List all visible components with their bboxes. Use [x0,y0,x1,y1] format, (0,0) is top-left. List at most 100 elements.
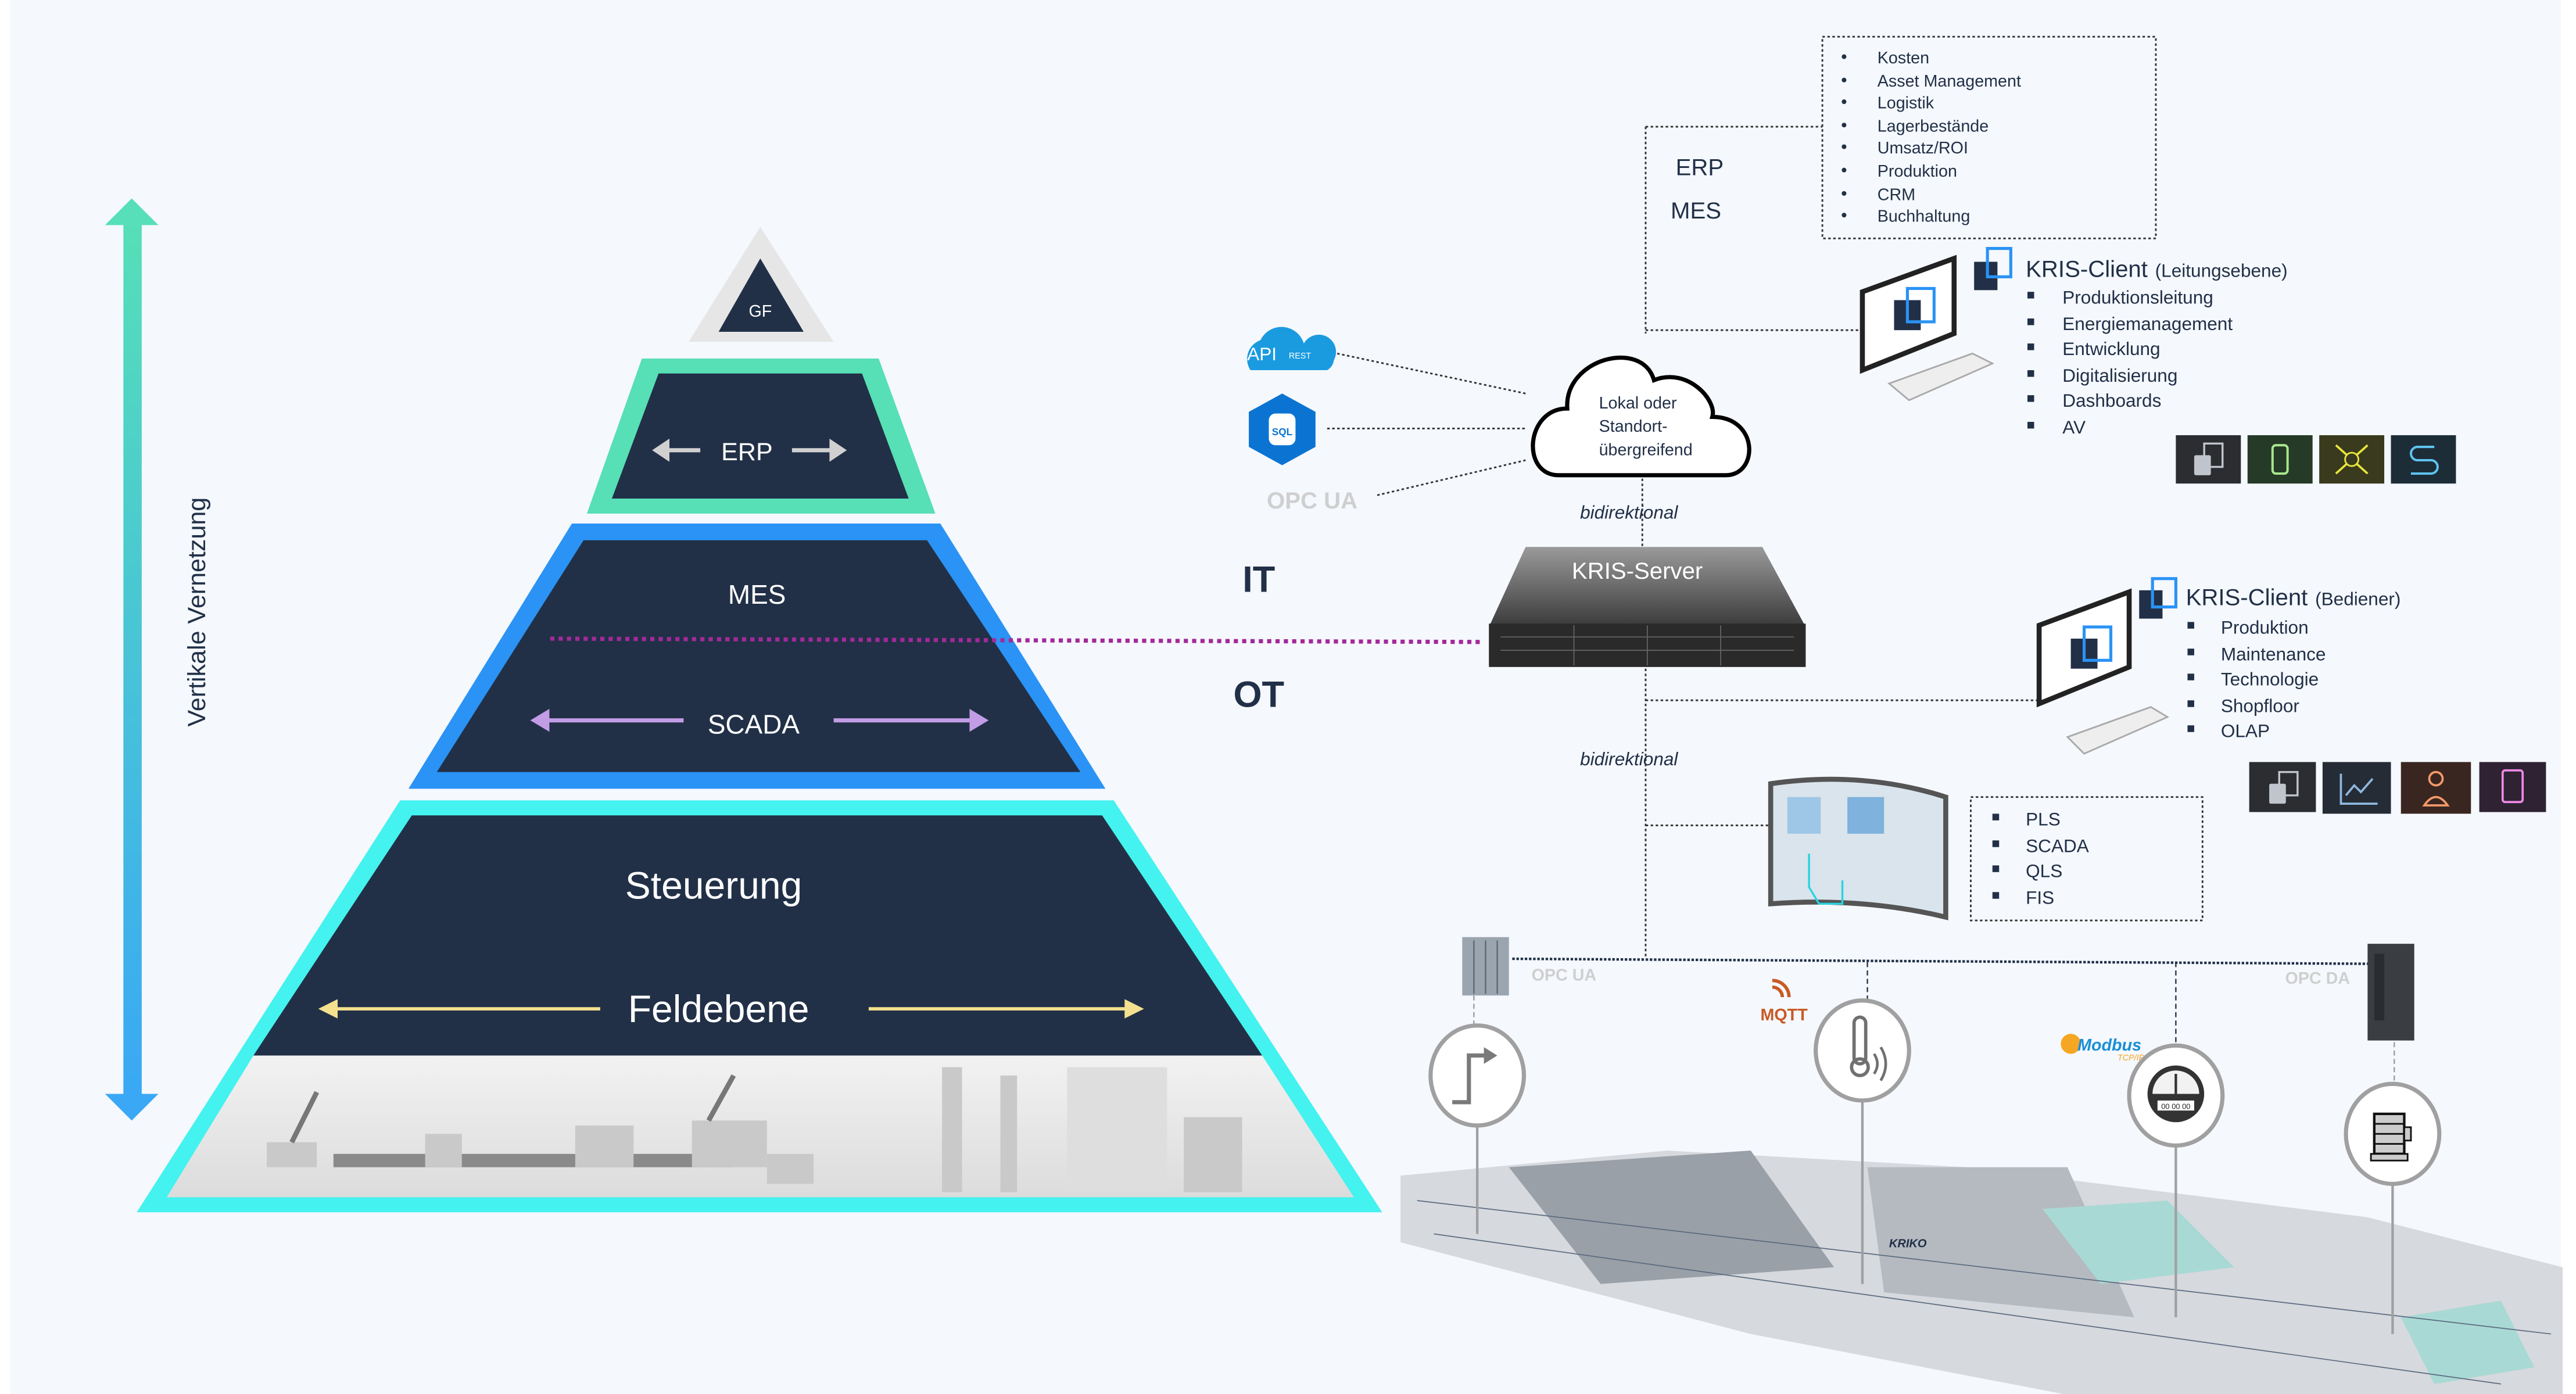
cloud-label-1: Lokal oder [1599,394,1677,413]
label-client-management-items-3: Digitalisierung [2062,365,2177,386]
label-field-protocols-modbus-sub: TCP/IP [2118,1053,2145,1063]
list-item: AV [2027,417,2086,438]
label-hmi-box-items-3: FIS [2026,887,2054,908]
opc-ua-logo: OPC UA [1267,488,1357,514]
list-item: Umsatz/ROI [1841,139,1968,157]
opc-ua-field-logo: OPC UA [1532,966,1597,984]
erp-functions-box [1821,35,2157,239]
level-gf: GF [748,302,772,321]
opc-da-logo: OPC DA [2285,969,2350,988]
erp-functions-list: Kosten Asset Management Logistik Lagerbe… [1841,49,2021,226]
machine-brand-label: KRIKO [1889,1237,1927,1250]
label-erp-box-items-2: Logistik [1878,94,1934,113]
label-client-management-items-5: AV [2062,417,2086,438]
label-sources-sql: SQL [1272,426,1292,438]
paper-machine-image: KRIKO [1400,1151,2563,1394]
hmi-systems-list: PLS SCADA QLS FIS [1992,808,2089,908]
label-client-management-items-4: Dashboards [2062,390,2161,411]
mes-label: MES [1671,198,1721,224]
copy-icon[interactable] [2176,435,2241,484]
list-item: OLAP [2187,720,2270,741]
temperature-sensor-icon [1814,998,1911,1103]
pyramid-erp [612,373,909,499]
list-item: Asset Management [1841,72,2021,91]
list-item: QLS [1992,860,2062,881]
list-item: Technologie [2187,668,2319,689]
label-client-management-items-1: Energiemanagement [2062,313,2233,334]
api-rest-icon: API REST [1247,327,1337,371]
erp-arrows [652,438,847,462]
level-feldebene: Feldebene [628,987,809,1030]
meter-digits: 00 00 00 [2161,1102,2190,1110]
label-client-operator-items-0: Produktion [2221,617,2309,637]
level-mes: MES [728,579,786,610]
label-erp-box-items-4: Umsatz/ROI [1878,139,1968,157]
operator-computer-icon [2036,588,2170,755]
client-operator-list: Produktion Maintenance Technologie Shopf… [2187,617,2326,741]
list-item: FIS [1992,887,2054,908]
digital-signal-icon [1428,1023,1527,1128]
management-computer-icon [1860,255,1995,402]
label-client-operator-items-2: Technologie [2221,668,2319,689]
kris-server: KRIS-Server [1489,547,1806,667]
label-field-protocols-mqtt: MQTT [1760,1006,1808,1024]
trend-chart-icon[interactable] [2322,762,2391,814]
label-client-management-title: KRIS-Client [2026,256,2148,282]
label-client-operator-items-1: Maintenance [2221,643,2326,664]
label-client-operator-items-3: Shopfloor [2221,695,2299,716]
level-erp: ERP [721,438,772,466]
plc-controller-icon [1462,937,1509,996]
chef-icon[interactable] [2401,762,2471,814]
field-arrows [318,999,1144,1019]
server-label: KRIS-Server [1572,558,1703,584]
label-field-protocols-modbus: Modbus [2077,1036,2141,1055]
zone-ot: OT [1233,675,1284,715]
plc-controller-2-icon [2367,944,2414,1041]
zone-it: IT [1242,560,1275,600]
vertical-networking-arrow [105,198,159,1121]
sql-database-icon: SQL [1249,393,1316,465]
signed-document-icon[interactable] [2479,762,2546,812]
meter-gauge-icon: 00 00 00 [2127,1043,2225,1148]
label-sources-api: API [1247,343,1277,364]
list-item: Maintenance [2187,643,2326,664]
factory-silhouette [267,1067,1242,1192]
kris-logo-icon [2139,577,2177,619]
list-item: Logistik [1841,94,1934,113]
label-hmi-box-items-2: QLS [2026,860,2062,881]
label-client-management-subtitle: (Leitungsebene) [2155,260,2288,281]
bidirectional-label-bottom: bidirektional [1580,748,1678,769]
kris-logo-icon [1974,246,2012,291]
label-erp-box-items-3: Lagerbestände [1878,117,1989,136]
workflow-icon[interactable] [2391,435,2456,484]
factory-network-icon[interactable] [2319,435,2385,484]
label-erp-box-items-0: Kosten [1878,49,1929,67]
level-scada: SCADA [708,709,800,740]
level-steuerung: Steuerung [625,864,802,907]
modbus-logo: Modbus TCP/IP [2061,1034,2145,1063]
list-item: Lagerbestände [1841,117,1989,136]
client-management-app-icons [2176,435,2456,484]
hmi-touch-screen-icon [1768,776,1948,920]
client-management-list: Produktionsleitung Energiemanagement Ent… [2027,286,2233,438]
erp-label: ERP [1676,154,1724,180]
label-client-operator-subtitle: (Bediener) [2315,589,2401,610]
battery-icon[interactable] [2247,435,2313,484]
list-item: Buchhaltung [1841,207,1970,226]
label-erp-box-items-5: Produktion [1878,162,1957,181]
field-bus [1512,957,2368,965]
mqtt-logo: MQTT [1760,979,1808,1024]
list-item: Produktion [1841,162,1957,181]
copy-icon[interactable] [2249,762,2316,812]
client-operator-app-icons [2249,762,2546,814]
network-connectors [1327,126,2041,959]
list-item: Entwicklung [2027,338,2161,359]
scada-arrows [530,708,989,732]
pyramid-gf [718,258,804,332]
label-client-management-items-2: Entwicklung [2062,338,2160,359]
label-client-management-items-0: Produktionsleitung [2062,286,2213,307]
it-ot-boundary-line [550,636,1481,644]
label-erp-box-items-1: Asset Management [1878,72,2021,91]
client-operator-title: KRIS-Client (Bediener) [2186,581,2401,611]
